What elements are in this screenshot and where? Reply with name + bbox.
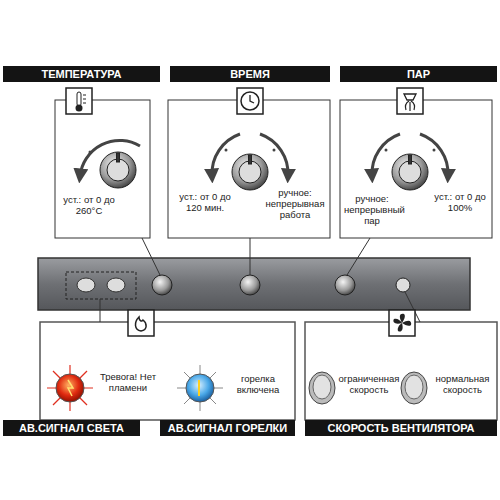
callout-box: уст.: от 0 до 120 мин. ручное: непрерывна… (168, 100, 330, 238)
setting-note: Тревога! Нет пламени (92, 372, 164, 394)
band-label: ПАР (407, 68, 430, 80)
band-label: АВ.СИГНАЛ ГОРЕЛКИ (168, 422, 288, 434)
header-band: СКОРОСТЬ ВЕНТИЛЯТОРА (305, 420, 497, 436)
setting-note: нормальная скорость (430, 374, 495, 396)
setting-note: уст.: от 0 до 260°C (60, 195, 118, 217)
callout-box: уст.: от 0 до 260°C (55, 100, 150, 238)
callout-box: ограниченная скорость нормальная скорость (305, 322, 497, 420)
callout-box: Тревога! Нет пламени горелка включена (40, 322, 295, 420)
band-label: СКОРОСТЬ ВЕНТИЛЯТОРА (327, 422, 474, 434)
setting-note: ручное: непрерывный пар (344, 194, 400, 227)
callout-box: ручное: непрерывный пар уст.: от 0 до 100… (340, 100, 492, 238)
header-band: АВ.СИГНАЛ ГОРЕЛКИ (160, 420, 295, 436)
band-label: ВРЕМЯ (230, 68, 270, 80)
header-band: ПАР (340, 66, 497, 82)
header-band: ТЕМПЕРАТУРА (3, 66, 160, 82)
header-band: АВ.СИГНАЛ СВЕТА (3, 420, 140, 436)
header-band: ВРЕМЯ (170, 66, 330, 82)
band-label: ТЕМПЕРАТУРА (41, 68, 121, 80)
setting-note: ограниченная скорость (338, 374, 400, 396)
setting-note: уст.: от 0 до 120 мин. (172, 192, 238, 214)
band-label: АВ.СИГНАЛ СВЕТА (19, 422, 124, 434)
setting-note: горелка включена (222, 374, 294, 396)
setting-note: ручное: непрерывная работа (264, 188, 326, 221)
setting-note: уст.: от 0 до 100% (432, 192, 488, 214)
